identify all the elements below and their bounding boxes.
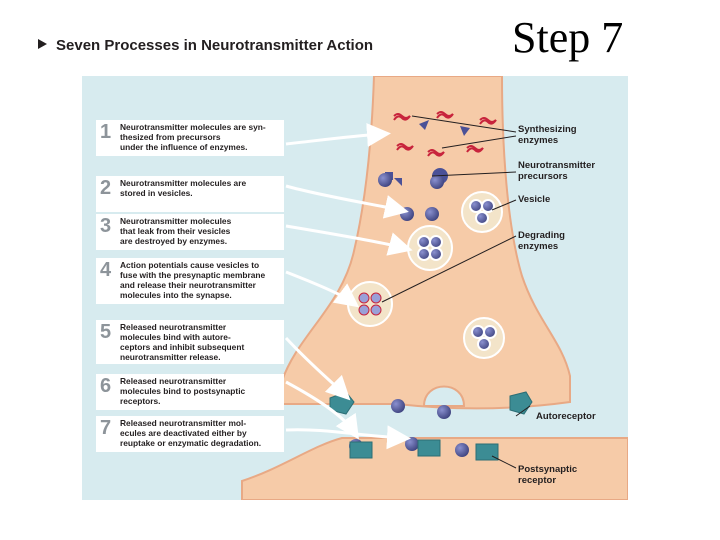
step-description: Neurotransmitter molecules are stored in… xyxy=(120,178,247,198)
step-number: 6 xyxy=(100,375,112,397)
callout-synthesizing-enzymes: Synthesizing enzymes xyxy=(518,124,577,146)
step-description: Neurotransmitter molecules are syn- thes… xyxy=(120,122,266,152)
step-number: 5 xyxy=(100,321,112,343)
step-label: Step 7 xyxy=(512,13,624,62)
step-description: Neurotransmitter molecules that leak fro… xyxy=(120,216,232,246)
callout-degrading-enzymes: Degrading enzymes xyxy=(518,230,565,252)
vesicles xyxy=(347,191,505,359)
postsynaptic-receptors xyxy=(349,439,499,461)
synthesizing-enzymes xyxy=(393,111,497,157)
step-number: 2 xyxy=(100,177,112,199)
step-box-7: 7 Released neurotransmitter mol- ecules a… xyxy=(96,416,284,452)
step-box-6: 6 Released neurotransmitter molecules bin… xyxy=(96,374,284,410)
step-box-5: 5 Released neurotransmitter molecules bin… xyxy=(96,320,284,364)
triangle-bullet-icon xyxy=(38,39,47,49)
step-arrows xyxy=(284,123,413,450)
step-description: Released neurotransmitter molecules bind… xyxy=(120,322,245,362)
step-number: 7 xyxy=(100,417,112,439)
step-box-4: 4 Action potentials cause vesicles to fus… xyxy=(96,258,284,304)
step-box-1: 1 Neurotransmitter molecules are syn- the… xyxy=(96,120,284,156)
callout-neurotransmitter-precursors: Neurotransmitter precursors xyxy=(518,160,596,182)
callout-postsynaptic-receptor: Postsynaptic receptor xyxy=(518,464,578,486)
figure-title-text: Seven Processes in Neurotransmitter Acti… xyxy=(56,37,374,54)
step-number: 1 xyxy=(100,121,112,143)
step-description: Released neurotransmitter molecules bind… xyxy=(120,376,246,406)
step-box-2: 2 Neurotransmitter molecules are stored i… xyxy=(96,176,284,212)
callout-autoreceptor: Autoreceptor xyxy=(536,411,596,422)
synapse-illustration xyxy=(241,76,628,500)
step-number: 3 xyxy=(100,215,112,237)
step-description: Released neurotransmitter mol- ecules ar… xyxy=(120,418,262,448)
neurotransmitter-diagram: 1 Neurotransmitter molecules are syn- the… xyxy=(82,76,628,500)
figure-title: Seven Processes in Neurotransmitter Acti… xyxy=(38,37,373,54)
leaking-vesicle-molecules xyxy=(358,292,382,316)
step-number: 4 xyxy=(100,259,112,281)
step-box-3: 3 Neurotransmitter molecules that leak fr… xyxy=(96,214,284,250)
fusing-vesicle-pocket xyxy=(422,385,466,407)
callout-leaders xyxy=(381,115,531,469)
step-description: Action potentials cause vesicles to fuse… xyxy=(120,260,266,300)
callout-vesicle: Vesicle xyxy=(518,194,551,205)
